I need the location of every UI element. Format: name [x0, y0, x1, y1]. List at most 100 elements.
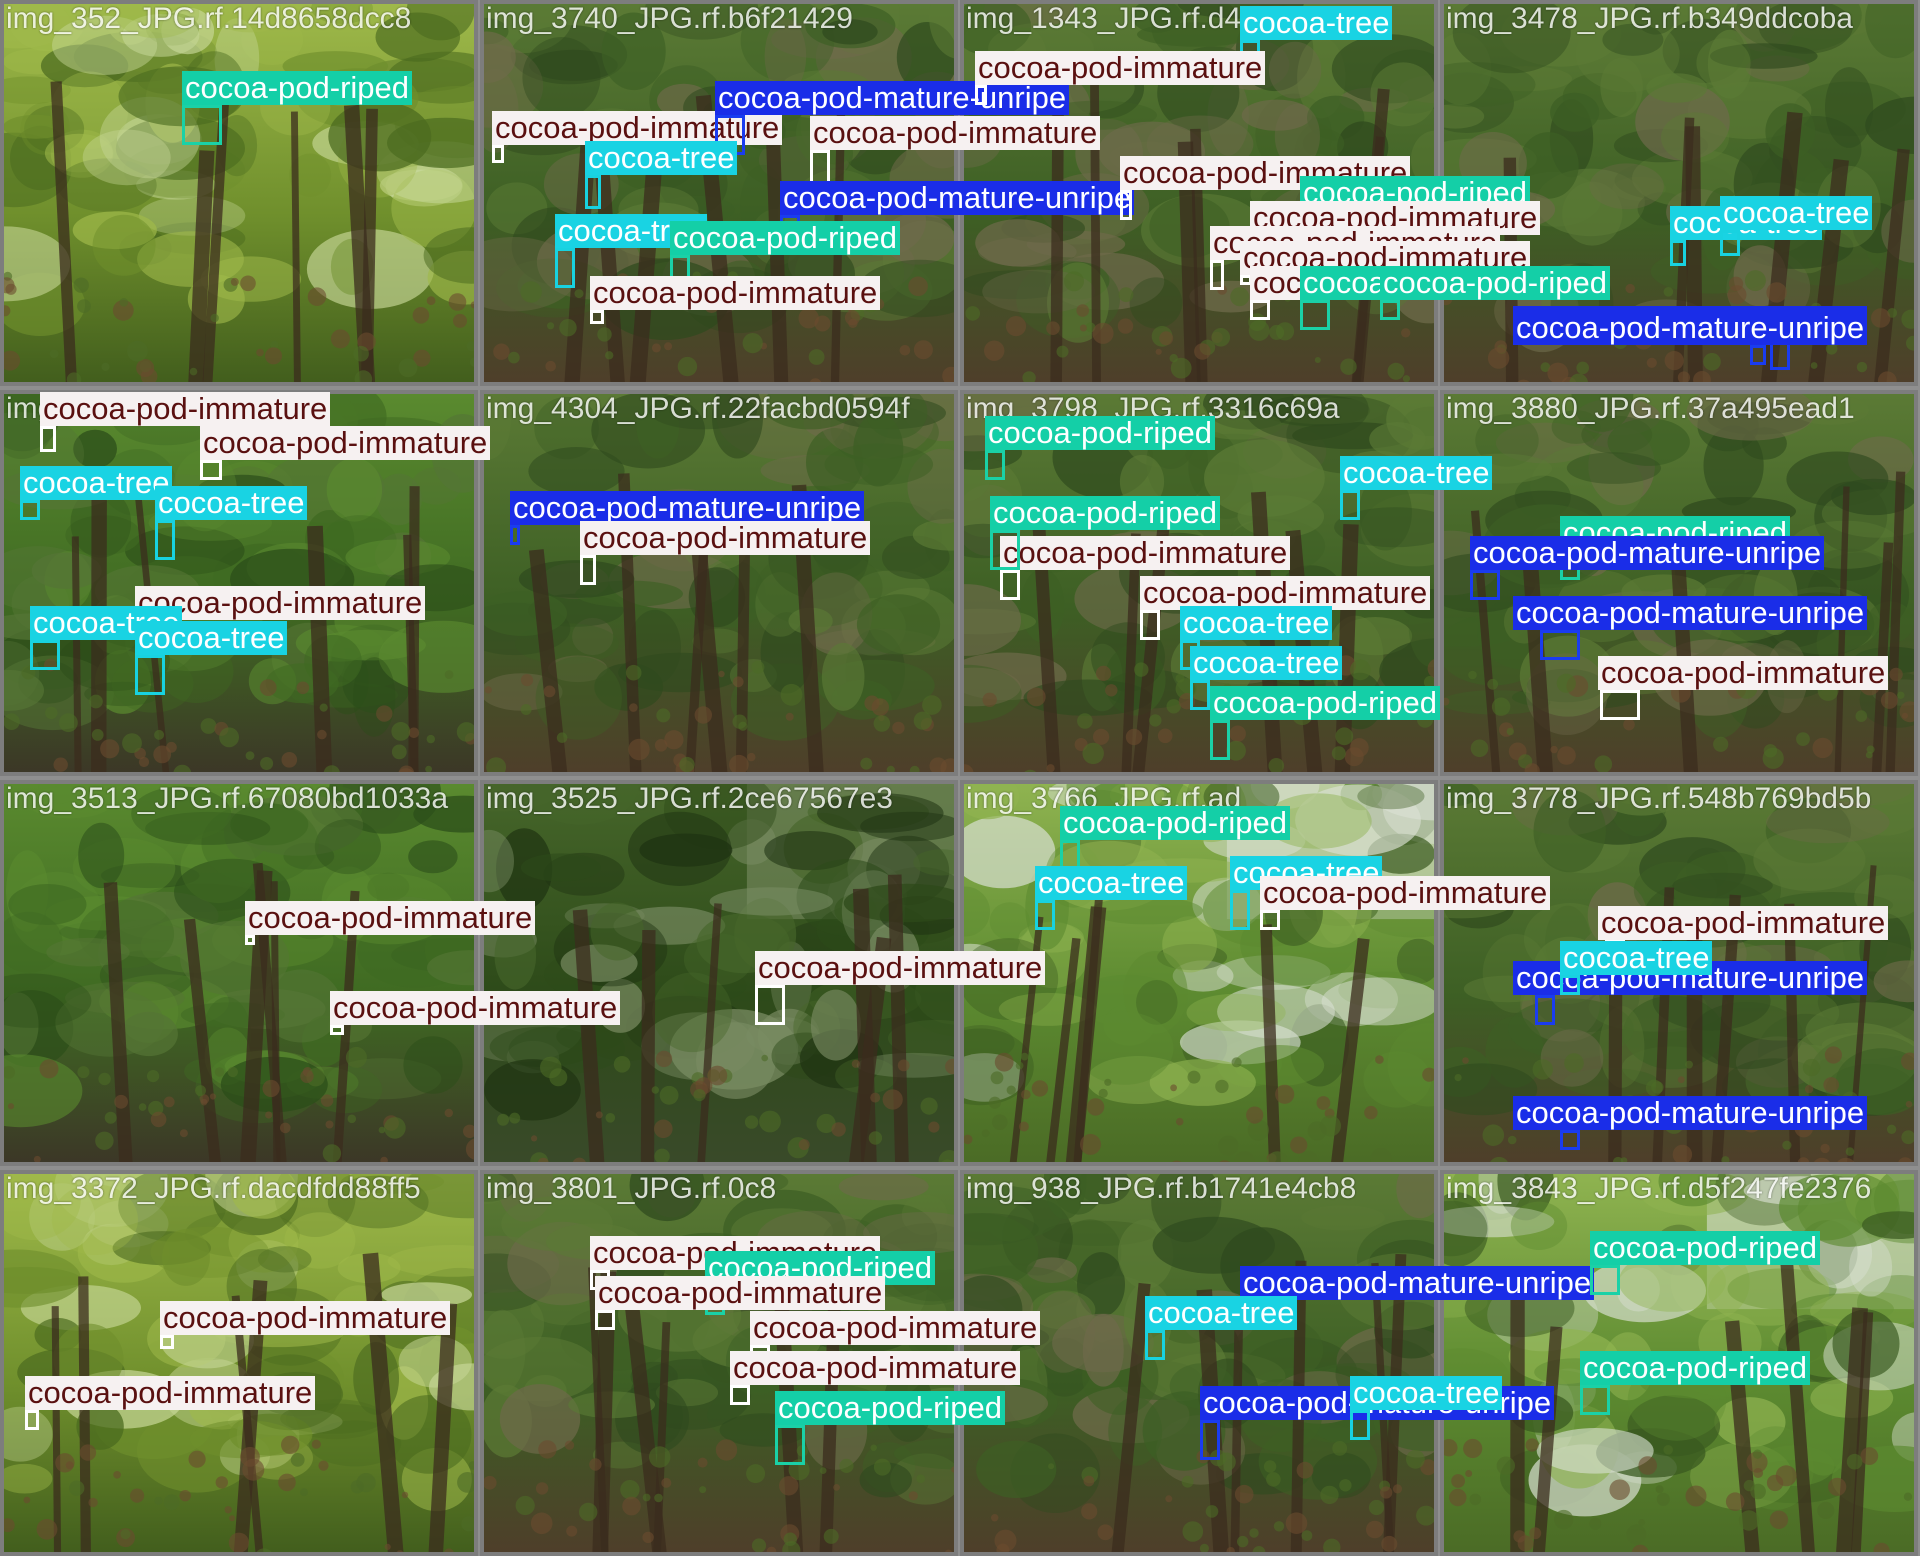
- tile-filename: img_3740_JPG.rf.b6f21429: [486, 2, 853, 35]
- bounding-box: [1750, 345, 1766, 365]
- bounding-box: [1580, 1385, 1610, 1415]
- detection-cocoa-tree: cocoa-tree: [585, 141, 738, 209]
- detection-cocoa-pod-riped: cocoa-pod-riped: [1590, 1231, 1821, 1295]
- detection-cocoa-pod-immature: cocoa-pod-immature: [580, 521, 871, 585]
- bounding-box: [1300, 300, 1330, 330]
- detection-cocoa-pod-immature: cocoa-pod-immature: [755, 951, 1046, 1025]
- class-label: cocoa-pod-immature: [595, 1276, 886, 1310]
- class-label: cocoa-tree: [585, 141, 738, 175]
- tile-filename: img_938_JPG.rf.b1741e4cb8: [966, 1172, 1357, 1205]
- bounding-box: [182, 105, 222, 145]
- class-label: cocoa-pod-mature-unripe: [1513, 311, 1868, 345]
- tile-photo: [0, 0, 478, 386]
- class-label: cocoa-tree: [1240, 6, 1393, 40]
- detection-cocoa-pod-riped: cocoa-pod-riped: [1210, 686, 1441, 760]
- bounding-box: [1470, 570, 1500, 600]
- detection-cocoa-tree: cocoa-tree: [20, 466, 173, 520]
- class-label: cocoa-tree: [135, 621, 288, 655]
- class-label: cocoa-pod-immature: [330, 991, 621, 1025]
- detection-cocoa-tree: cocoa-tree: [1720, 196, 1873, 256]
- bounding-box: [975, 85, 987, 105]
- class-label: cocoa-pod-immature: [580, 521, 871, 555]
- detection-cocoa-pod-mature-unripe: cocoa-pod-mature-unripe: [715, 81, 1070, 155]
- detection-cocoa-pod-immature: cocoa-pod-immature: [1598, 906, 1889, 970]
- bounding-box: [1560, 1130, 1580, 1150]
- mosaic-tile: img_938_JPG.rf.b1741e4cb8 cocoa-pod-matur…: [960, 1170, 1595, 1556]
- detection-cocoa-tree: cocoa-tree: [30, 606, 183, 670]
- class-label: cocoa-pod-riped: [985, 416, 1216, 450]
- bounding-box: [1380, 300, 1400, 320]
- class-label: cocoa-pod-mature-unripe: [1513, 596, 1868, 630]
- class-label: cocoa-tree: [155, 486, 308, 520]
- class-label: cocoa-tree: [1340, 456, 1493, 490]
- detection-cocoa-pod-riped: cocoa-pod-riped: [1580, 1351, 1811, 1415]
- bounding-box: [1120, 190, 1132, 220]
- mosaic-tile: img_3513_JPG.rf.67080bd1033a cocoa-pod-im…: [0, 780, 621, 1166]
- bounding-box: [1540, 630, 1580, 660]
- detection-cocoa-pod-immature: cocoa-pod-immature: [1260, 876, 1551, 930]
- class-label: cocoa-tree: [20, 466, 173, 500]
- bounding-box: [755, 985, 785, 1025]
- bounding-box: [155, 520, 175, 560]
- bounding-box: [1190, 680, 1210, 710]
- class-label: cocoa-pod-riped: [1590, 1231, 1821, 1265]
- class-label: cocoa-tree: [1180, 606, 1333, 640]
- bounding-box: [1140, 610, 1160, 640]
- bounding-box: [40, 426, 56, 452]
- tile-photo: [480, 780, 958, 1166]
- detection-cocoa-pod-riped: cocoa-pod-riped: [182, 71, 413, 145]
- detection-cocoa-pod-immature: cocoa-pod-immature: [330, 991, 621, 1035]
- detection-cocoa-pod-mature-unripe: cocoa-pod-mature-unripe: [1513, 961, 1868, 1025]
- bounding-box: [1260, 910, 1280, 930]
- tile-filename: img_3513_JPG.rf.67080bd1033a: [6, 782, 449, 815]
- class-label: cocoa-tree: [1035, 866, 1188, 900]
- detection-cocoa-pod-riped: cocoa-pod-riped: [670, 221, 901, 295]
- detection-cocoa-pod-immature: cocoa-pod-immature: [25, 1376, 316, 1430]
- bounding-box: [555, 248, 575, 288]
- detection-cocoa-pod-mature-unripe: cocoa-pod-mature-unripe: [510, 491, 865, 545]
- bounding-box: [1210, 260, 1224, 290]
- mosaic-tile: img_3529_JPG.rf.cocoa-pod-immaturecocoa-…: [0, 390, 491, 776]
- detection-cocoa-tree: cocoa-tree: [1670, 206, 1823, 266]
- bounding-box: [160, 1335, 174, 1349]
- bounding-box: [25, 1410, 39, 1430]
- detection-cocoa-tree: cocoa-tree: [555, 214, 708, 288]
- class-label: cocoa-pod-mature-unripe: [715, 81, 1070, 115]
- bounding-box: [1670, 240, 1686, 266]
- detection-cocoa-pod-mature-unripe: cocoa-pod-mature-unripe: [1513, 1096, 1868, 1150]
- class-label: cocoa-pod-immature: [160, 1301, 451, 1335]
- mosaic-tile: img_3801_JPG.rf.0c8 cocoa-pod-immature coc…: [480, 1170, 1041, 1556]
- class-label: cocoa-pod-immature: [975, 51, 1266, 85]
- detection-cocoa-tree: cocoa-tree: [1145, 1296, 1298, 1360]
- bounding-box: [1000, 570, 1020, 600]
- detection-cocoa-pod-mature-unripe: cocoa-pod-mature-unripe: [1240, 1266, 1595, 1330]
- detection-cocoa-tree: cocoa-tree: [1180, 606, 1333, 670]
- class-label: cocoa-pod-immature: [135, 586, 426, 620]
- bounding-box: [30, 640, 60, 670]
- tile-filename: img_3801_JPG.rf.0c8: [486, 1172, 777, 1205]
- class-label: cocoa-pod-immature: [755, 951, 1046, 985]
- detection-cocoa-tree: cocoa-tree: [135, 621, 288, 695]
- class-label: cocoa-pod-immature: [1000, 536, 1291, 570]
- tile-photo: [480, 390, 958, 776]
- detection-cocoa-tree: cocoa-tree: [155, 486, 308, 560]
- bounding-box: [1340, 490, 1360, 520]
- bounding-box: [730, 1385, 750, 1405]
- detection-cocoa-pod-riped: cocoa-pod-riped: [775, 1391, 1006, 1465]
- bounding-box: [492, 145, 504, 163]
- class-label: cocoa-pod-immature: [1140, 576, 1431, 610]
- detection-cocoa-pod-immature: cocoa-pod-immature: [1210, 226, 1501, 290]
- detection-cocoa-pod-immature: cocoa-pod-immature: [245, 901, 536, 945]
- detection-cocoa-pod-mature-unripe: cocoa-pod-mature-unripe: [1513, 311, 1868, 365]
- bounding-box: [1560, 975, 1580, 995]
- bounding-box: [20, 500, 40, 520]
- detection-cocoa-tree: cocoa-tree: [1240, 6, 1393, 80]
- bounding-box: [1350, 1410, 1370, 1440]
- class-label: cocoa-pod-mature-unripe: [1240, 1266, 1595, 1300]
